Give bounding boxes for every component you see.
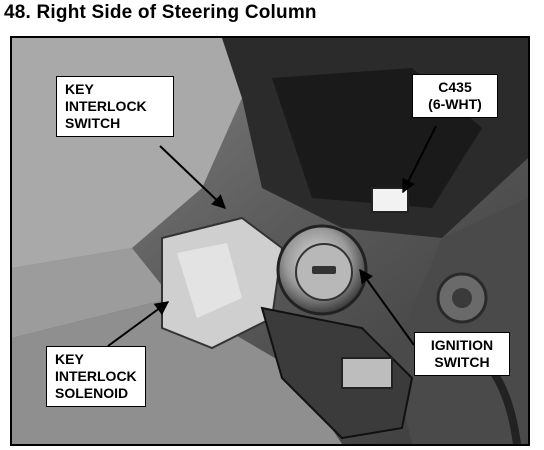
label-ignition-switch: IGNITION SWITCH [414,332,510,376]
page-title: 48. Right Side of Steering Column [4,2,317,23]
label-key-interlock-solenoid: KEY INTERLOCK SOLENOID [46,346,146,407]
label-connector-c435: C435 (6-WHT) [412,74,498,118]
label-key-interlock-switch: KEY INTERLOCK SWITCH [56,76,174,137]
